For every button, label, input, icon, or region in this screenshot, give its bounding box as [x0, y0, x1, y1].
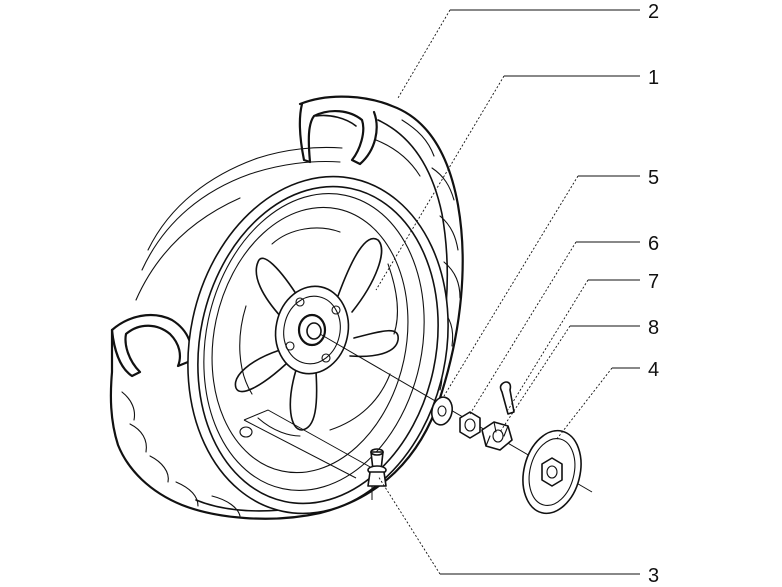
callout-1: 1 — [648, 67, 659, 89]
callout-6: 6 — [648, 233, 659, 255]
callout-8: 8 — [648, 317, 659, 339]
callout-2: 2 — [648, 1, 659, 23]
washer — [430, 396, 454, 426]
hub-cover — [522, 429, 582, 515]
nut — [459, 411, 481, 439]
castle-nut — [481, 421, 513, 451]
callout-7: 7 — [648, 271, 659, 293]
cotter-pin — [499, 381, 515, 415]
rim — [187, 175, 449, 515]
callout-labels: 2 1 5 6 7 8 4 3 — [648, 1, 659, 587]
callout-3: 3 — [648, 565, 659, 587]
callout-5: 5 — [648, 167, 659, 189]
callout-4: 4 — [648, 359, 659, 381]
callout-leaders — [375, 9, 640, 575]
valve — [367, 448, 387, 487]
